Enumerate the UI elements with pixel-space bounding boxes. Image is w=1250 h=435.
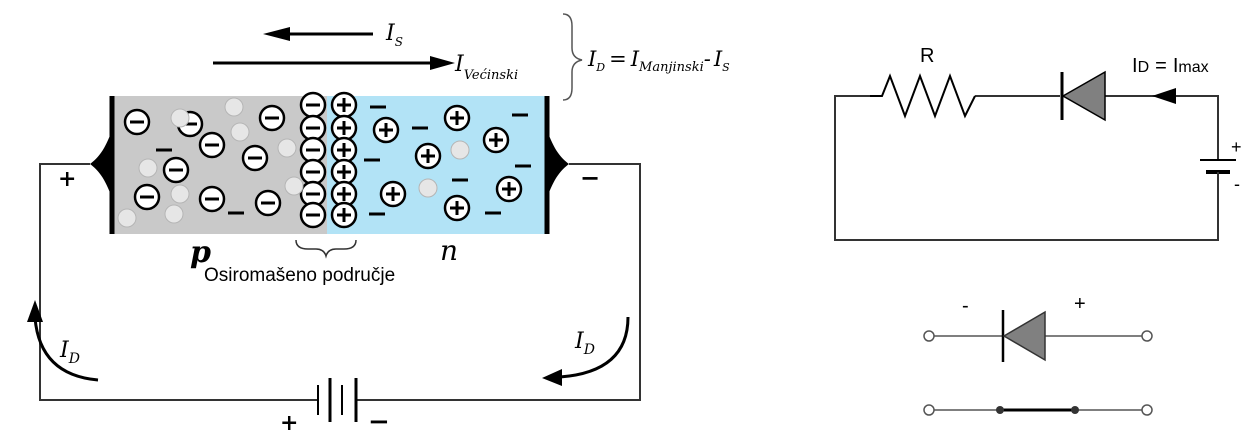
hole-carrier <box>450 140 470 160</box>
hole-carrier <box>170 108 190 128</box>
circuit-battery-plus: + <box>1231 137 1242 157</box>
open-circuit-equivalent <box>923 404 1153 416</box>
circuit-battery-symbol <box>1200 159 1236 190</box>
diode-symbol-plus: + <box>1074 293 1086 315</box>
battery-minus-sign: − <box>368 407 390 430</box>
hole-carrier <box>230 122 250 142</box>
left-contact-blob <box>90 130 112 198</box>
charge-carriers <box>117 91 531 229</box>
left-terminal-sign: + <box>58 166 76 192</box>
battery-plus-sign: + <box>280 410 298 430</box>
hole-carrier <box>138 158 158 178</box>
is-label: IS <box>385 21 403 49</box>
pn-junction-diagram: + − + − IS IVećinski ID=IManjinski-IS p … <box>27 13 730 435</box>
resistor-label: R <box>920 45 934 67</box>
current-equation: ID=IManjinski-IS <box>587 47 730 75</box>
equation-brace <box>562 13 583 101</box>
is-arrow <box>263 27 373 41</box>
left-current-label: ID <box>59 338 80 367</box>
reverse-bias-circuit: R ID=Imax + - - + <box>834 45 1242 416</box>
diode-symbol-minus: - <box>962 295 969 317</box>
depletion-label: Osiromašeno područje <box>204 265 395 286</box>
resistor-symbol <box>870 73 976 119</box>
hole-carrier <box>224 97 244 117</box>
majority-current-label: IVećinski <box>454 52 518 83</box>
right-contact-blob <box>547 130 569 198</box>
hole-carrier <box>164 204 184 224</box>
hole-carrier <box>418 178 438 198</box>
right-current-arrow <box>542 316 630 386</box>
hole-carrier <box>284 176 304 196</box>
circuit-wire-left <box>39 163 318 401</box>
hole-carrier <box>170 184 190 204</box>
circuit-battery-minus: - <box>1234 174 1240 194</box>
left-current-arrow <box>27 300 99 382</box>
battery-symbol <box>317 378 358 422</box>
depletion-brace <box>295 239 357 259</box>
circuit-current-arrowhead <box>1152 88 1176 104</box>
p-label: p <box>190 235 211 270</box>
right-terminal-sign: − <box>580 163 600 192</box>
diode-symbol <box>923 310 1153 362</box>
circuit-wire-loop <box>834 95 1219 241</box>
circuit-wire-right <box>356 163 641 401</box>
n-label: n <box>440 234 458 267</box>
majority-current-arrow <box>213 56 455 70</box>
circuit-current-label: ID=Imax <box>1132 55 1209 77</box>
right-current-label: ID <box>574 329 595 358</box>
circuit-wire-top-right <box>1105 95 1219 160</box>
circuit-diode-symbol <box>1060 70 1106 122</box>
hole-carrier <box>277 138 297 158</box>
hole-carrier <box>117 208 137 228</box>
